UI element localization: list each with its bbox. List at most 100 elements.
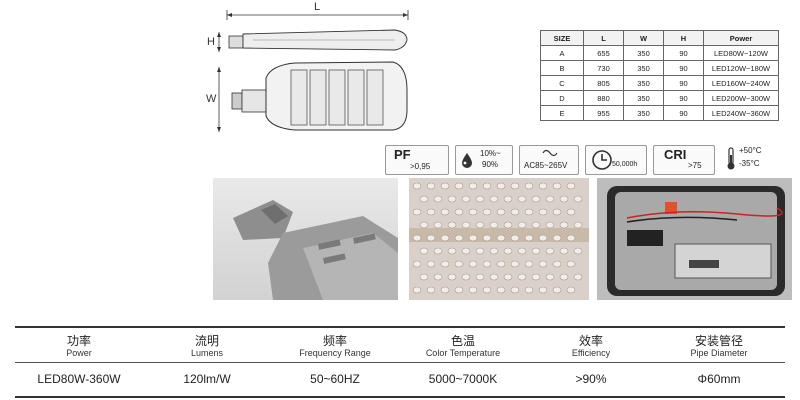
led-chip [475, 221, 485, 229]
led-chip [566, 182, 576, 190]
header-power: Power [703, 30, 779, 46]
led-chip [503, 195, 513, 203]
cell-power: LED160W~240W [703, 75, 779, 91]
led-chip [503, 273, 513, 281]
spec-value: LED80W-360W [37, 372, 121, 386]
spec-en: Lumens [190, 348, 224, 358]
cell-size: A [540, 45, 584, 61]
led-chip [482, 260, 492, 268]
driver-box-photo [597, 178, 792, 300]
led-chip [524, 234, 534, 242]
led-chip [461, 221, 471, 229]
voltage-badge: AC85~265V [519, 145, 579, 175]
voltage-value: AC85~265V [524, 161, 568, 170]
led-chip [454, 286, 464, 294]
length-label: L [314, 1, 321, 13]
led-chip [475, 273, 485, 281]
size-table-header: SIZE L W H Power [540, 30, 779, 46]
led-chip [468, 260, 478, 268]
led-chip [559, 273, 569, 281]
cell-width: 350 [623, 105, 664, 121]
spec-cn: 安装管径 [694, 334, 743, 348]
spec-en: Pipe Diameter [690, 348, 748, 358]
led-chip [482, 182, 492, 190]
pf-value: >0,95 [410, 162, 431, 171]
led-chip [496, 286, 506, 294]
led-chip [454, 182, 464, 190]
led-chip [496, 234, 506, 242]
table-top-rule [15, 326, 785, 328]
led-chip [524, 208, 534, 216]
cell-length: 880 [583, 90, 624, 106]
power-factor-badge: PF >0,95 [385, 145, 449, 175]
led-chip [573, 221, 583, 229]
cri-badge: CRI >75 [653, 145, 715, 175]
led-chip [475, 247, 485, 255]
led-chip [489, 273, 499, 281]
cell-width: 350 [623, 60, 664, 76]
led-chip [489, 247, 499, 255]
led-chip [510, 260, 520, 268]
spec-en: Efficiency [571, 348, 611, 358]
led-chip [510, 208, 520, 216]
led-chip [545, 247, 555, 255]
led-chip [440, 208, 450, 216]
table-row: A 655 350 90 LED80W~120W [540, 45, 779, 61]
led-chip [454, 234, 464, 242]
led-chip [468, 234, 478, 242]
sine-wave-icon [542, 148, 558, 160]
cell-height: 90 [663, 90, 704, 106]
led-chip [440, 182, 450, 190]
spec-cn: 色温 [450, 334, 475, 348]
spec-cn: 流明 [194, 334, 219, 348]
led-chip [552, 182, 562, 190]
led-chip [559, 221, 569, 229]
led-chip [538, 208, 548, 216]
led-chip [426, 182, 436, 190]
cell-power: LED80W~120W [703, 45, 779, 61]
led-chip [496, 208, 506, 216]
cell-width: 350 [623, 75, 664, 91]
led-chip [545, 195, 555, 203]
led-chip [517, 273, 527, 281]
led-chip [531, 221, 541, 229]
table-bottom-rule [15, 396, 785, 398]
led-chip [447, 247, 457, 255]
led-chip [538, 234, 548, 242]
humidity-badge: 10%~ 90% [455, 145, 513, 175]
led-chip [426, 286, 436, 294]
header-length: L [583, 30, 624, 46]
led-chip [419, 247, 429, 255]
led-chip [524, 260, 534, 268]
lamp-head-photo [213, 178, 398, 300]
table-row: B 730 350 90 LED120W~180W [540, 60, 779, 76]
led-chip [426, 208, 436, 216]
led-chip [468, 286, 478, 294]
led-chip [559, 195, 569, 203]
table-mid-rule [15, 362, 785, 363]
cell-length: 655 [583, 45, 624, 61]
spec-value: 50~60HZ [310, 372, 360, 386]
technical-drawing: L H W [195, 0, 425, 145]
table-row: E 955 350 90 LED240W~360W [540, 105, 779, 121]
led-chip [531, 195, 541, 203]
cell-length: 805 [583, 75, 624, 91]
spec-value: 5000~7000K [428, 372, 498, 386]
cell-height: 90 [663, 60, 704, 76]
led-chip [489, 221, 499, 229]
led-chip [538, 260, 548, 268]
table-row: C 805 350 90 LED160W~240W [540, 75, 779, 91]
led-chip [566, 208, 576, 216]
cell-height: 90 [663, 45, 704, 61]
led-chip [566, 286, 576, 294]
led-chip [545, 273, 555, 281]
led-chip [433, 221, 443, 229]
led-chip [503, 221, 513, 229]
led-chip [454, 208, 464, 216]
led-chip [412, 286, 422, 294]
led-chip [524, 286, 534, 294]
cell-width: 350 [623, 90, 664, 106]
spec-cn: 功率 [66, 334, 91, 348]
humidity-line1: 10%~ [480, 149, 501, 158]
spec-value: Φ60mm [697, 372, 741, 386]
